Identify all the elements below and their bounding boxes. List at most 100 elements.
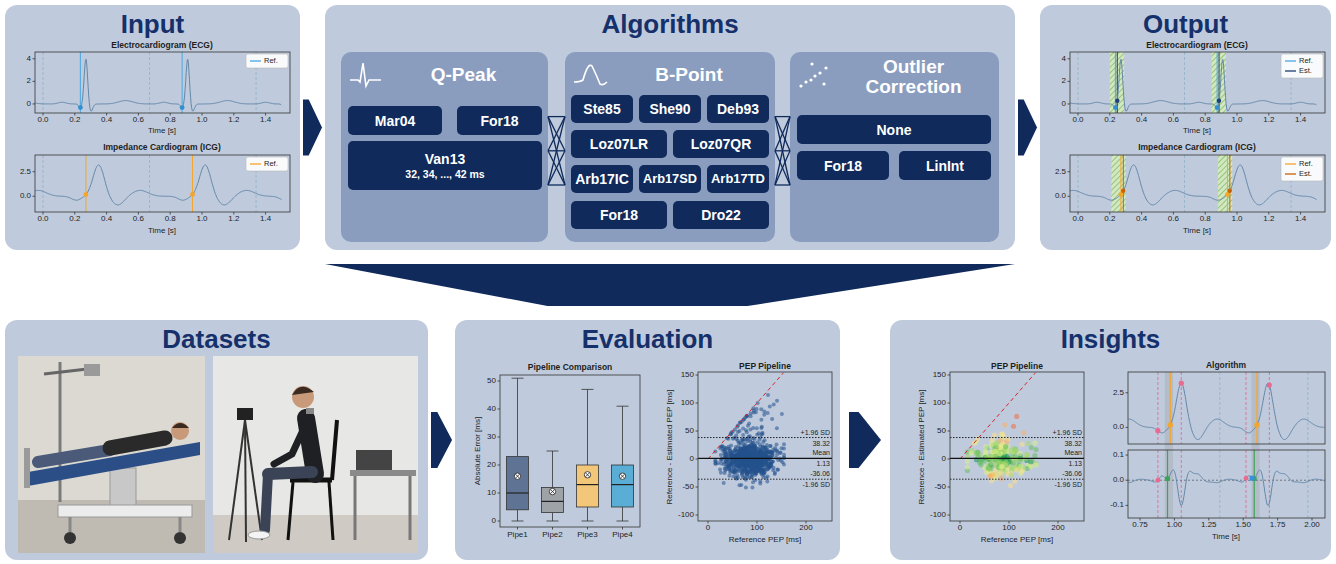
search-window [1218,155,1232,212]
limit-line [698,437,832,438]
axes-frame [500,375,640,527]
data-point [719,471,723,475]
photo-wall [18,356,205,553]
button-label: Arb17SD [643,171,697,187]
button-label: Ste85 [583,101,620,117]
tick-label: 0.0 [1113,476,1124,484]
data-point [762,471,766,475]
ecg-icon [350,63,381,86]
data-point [1033,447,1038,452]
tick-label: 0 [27,100,31,108]
marker-line [1217,52,1218,113]
device [84,364,100,376]
annotation: -1.96 SD [1054,481,1082,488]
legend-box [246,157,288,171]
plot-title: Electrocardiogram (ECG) [1146,41,1248,50]
wire [775,117,790,185]
icg-icon [574,65,607,84]
data-point [1014,414,1019,419]
tick-mark [948,487,951,488]
whisker [552,451,553,487]
mean-marker [584,472,590,478]
tick-label: 100 [681,399,694,407]
flow-arrow [431,412,452,468]
legend-text: Ref. [1299,160,1313,168]
tick-label: 2.5 [1055,168,1066,176]
tick-label: 150 [933,371,946,379]
data-point [989,461,994,466]
electrode [306,408,314,414]
tick-mark [1126,480,1129,481]
panel-title: Output [1040,9,1331,39]
plot-title: Pipeline Comparison [528,363,613,372]
tick-label: 1.50 [1235,521,1251,529]
wire [775,151,790,185]
window-line [1157,450,1158,518]
flow-arrow [849,412,881,468]
algorithm-group: B-PointSte85She90Deb93Loz07LRLoz07QRArb1… [565,52,775,242]
mean-marker [551,490,555,494]
tick-mark [1126,505,1129,506]
data-point [986,466,991,471]
tick-label: 150 [681,371,694,379]
plots [33,52,1326,530]
photo-floor [213,515,418,553]
data-point [741,433,745,437]
data-point [745,453,749,457]
photo-floor [18,500,205,553]
annotation: Mean [812,449,830,456]
button-label: None [877,122,912,138]
data-point [750,464,754,468]
marker-dot [84,192,89,197]
tick-mark [1126,455,1129,456]
legend-line [1285,60,1296,61]
tick-mark [1068,196,1071,197]
person-legs [38,450,110,462]
algorithm-button: Van1332, 34, ..., 42 ms [348,141,542,190]
whisker [552,513,553,521]
search-window [1111,155,1125,212]
wire [548,184,565,185]
legend-text: Est. [1299,170,1312,178]
table-column [110,468,136,506]
axis-title: Time [s] [1183,127,1211,135]
data-point [746,460,750,464]
data-point [760,425,764,429]
icg-signal [1070,165,1317,205]
data-point [986,465,991,470]
tick-label: 0.6 [1168,215,1179,223]
group-title: Outlier Correction [834,57,993,97]
tick-label: 0.4 [101,215,112,223]
marker-line [1229,155,1230,212]
tick-label: 0.8 [1200,215,1211,223]
data-point [978,462,983,467]
beat-boundary [43,155,44,212]
window-line [1245,372,1246,444]
marker-dot [1217,99,1221,103]
icg-signal [1128,383,1324,439]
marker-dot [1113,105,1118,110]
scatter-icon [822,82,825,85]
tick-label: 4 [1062,55,1066,63]
axes-frame [35,52,290,113]
limit-line [950,437,1084,438]
tick-label: -50 [934,483,946,491]
identity-line [960,373,1035,459]
data-point [724,465,728,469]
data-point [1011,424,1016,429]
search-window [1251,372,1259,518]
person-shoe [248,531,270,539]
panel-title: Evaluation [455,324,840,354]
mean-marker [621,474,625,478]
data-point [755,426,759,430]
data-point [975,449,980,454]
tick-mark [1068,171,1071,172]
marker-dot [1215,105,1220,110]
tick-label: 2 [27,77,31,85]
legend-line [1285,173,1296,174]
whisker [517,510,518,521]
data-point [1003,444,1008,449]
panel-title: Datasets [5,324,428,354]
median-line [612,484,634,485]
tick-mark [33,103,36,104]
